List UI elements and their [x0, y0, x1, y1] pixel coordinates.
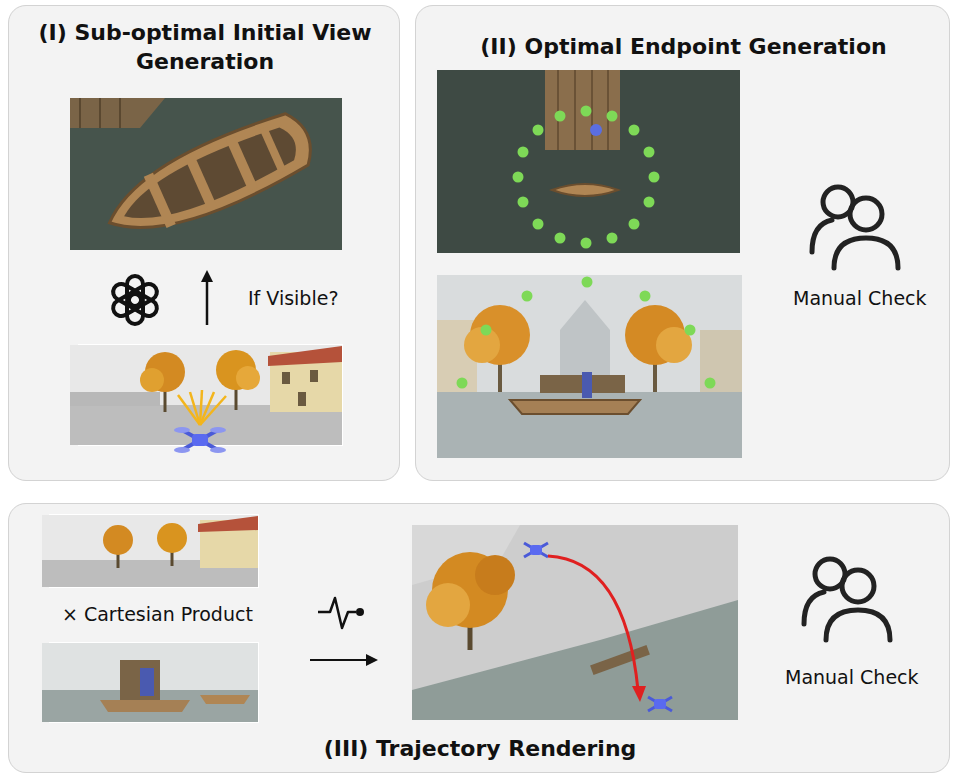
panel-heading: (II) Optimal Endpoint Generation: [429, 32, 939, 61]
annotation-label: × Cartesian Product: [62, 603, 253, 626]
annotation-label: Manual Check: [785, 666, 919, 689]
panel-heading: (I) Sub-optimal Initial View Generation: [19, 18, 391, 76]
panel-heading: (III) Trajectory Rendering: [130, 734, 830, 763]
annotation-label: If Visible?: [248, 287, 338, 310]
panel: (III) Trajectory Rendering: [8, 503, 950, 773]
panel: (II) Optimal Endpoint Generation: [415, 5, 950, 481]
panel: (I) Sub-optimal Initial View Generation: [8, 5, 400, 481]
annotation-label: Manual Check: [793, 287, 927, 310]
